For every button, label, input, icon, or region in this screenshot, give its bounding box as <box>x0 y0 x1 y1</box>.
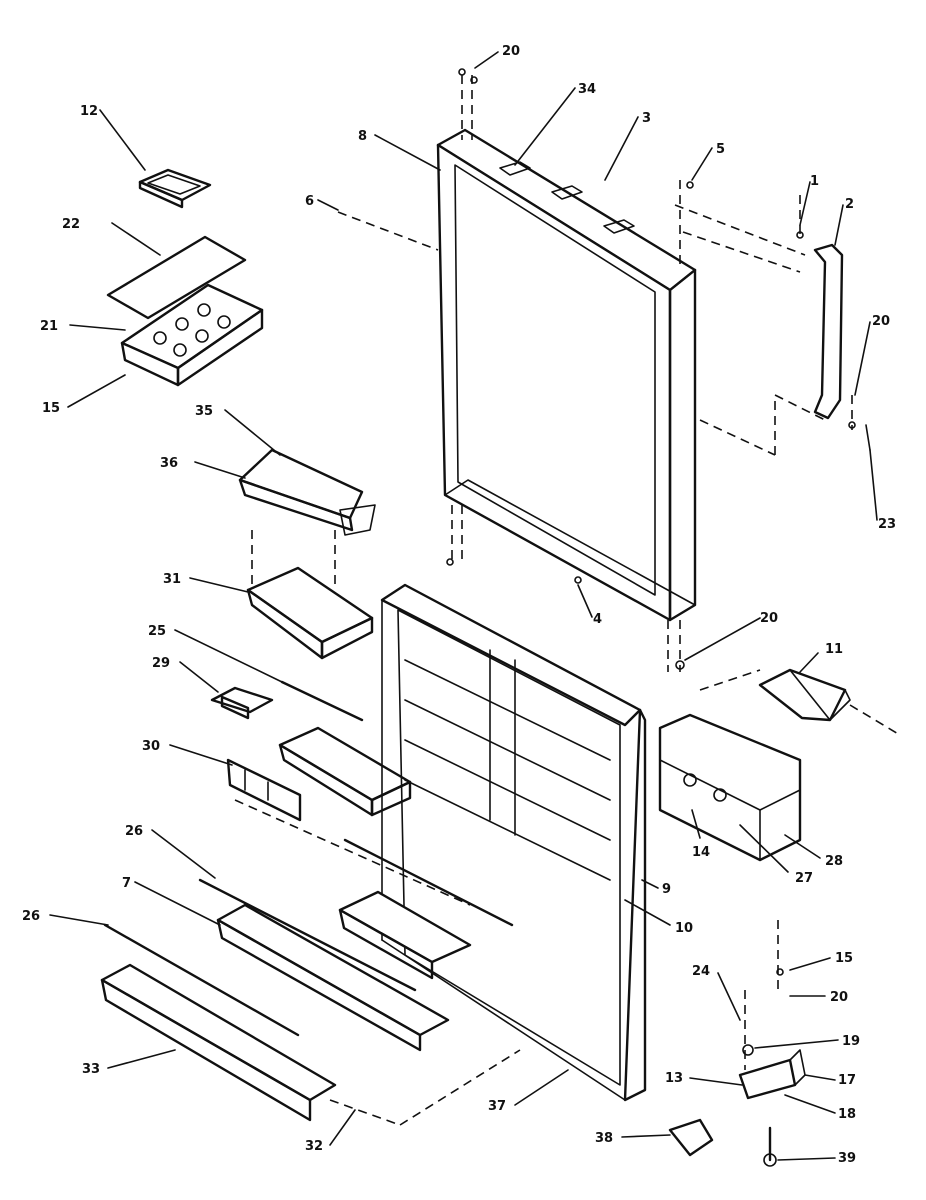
callout-label: 5 <box>716 142 725 157</box>
ice-tray <box>120 283 264 387</box>
callout-label: 18 <box>838 1107 856 1122</box>
callout-label: 11 <box>825 642 843 657</box>
screws <box>446 68 694 672</box>
callout-label: 28 <box>825 854 843 869</box>
callout-label: 19 <box>842 1034 860 1049</box>
door-panel <box>337 128 826 622</box>
crisper-bin <box>338 838 514 980</box>
callout-label: 6 <box>305 194 314 209</box>
callout-label: 24 <box>692 964 710 979</box>
callout-label: 26 <box>125 824 143 839</box>
callout-label: 34 <box>578 82 596 97</box>
callout-label: 20 <box>760 611 778 626</box>
callout-label: 1 <box>810 174 819 189</box>
butter-dish <box>138 168 212 209</box>
control-housing <box>658 713 802 862</box>
egg-holder <box>210 680 364 722</box>
callout-label: 3 <box>642 111 651 126</box>
callout-label: 12 <box>80 104 98 119</box>
callout-label: 33 <box>82 1062 100 1077</box>
callout-label: 10 <box>675 921 693 936</box>
callout-label: 27 <box>795 871 813 886</box>
callout-label: 26 <box>22 909 40 924</box>
callout-label: 30 <box>142 739 160 754</box>
callout-label: 22 <box>62 217 80 232</box>
control-knob-cover <box>699 668 901 736</box>
callout-label: 20 <box>830 990 848 1005</box>
callout-label: 31 <box>163 572 181 587</box>
callout-label: 15 <box>42 401 60 416</box>
callout-label: 36 <box>160 456 178 471</box>
callout-label: 35 <box>195 404 213 419</box>
callout-label: 20 <box>502 44 520 59</box>
callout-label: 32 <box>305 1139 323 1154</box>
ice-tray-cover <box>106 235 247 320</box>
door-bin-lower <box>100 923 521 1126</box>
callout-label: 15 <box>835 951 853 966</box>
callout-label: 38 <box>595 1131 613 1146</box>
callout-label: 2 <box>845 197 854 212</box>
callout-label: 7 <box>122 876 131 891</box>
callout-label: 37 <box>488 1099 506 1114</box>
callout-label: 23 <box>878 517 896 532</box>
callouts: 12 22 21 15 35 36 31 25 29 30 26 7 26 33… <box>22 44 896 1166</box>
hinge-bracket <box>674 195 871 451</box>
callout-label: 39 <box>838 1151 856 1166</box>
callout-label: 21 <box>40 319 58 334</box>
bin-bracket <box>226 758 471 906</box>
callout-label: 8 <box>358 129 367 144</box>
callout-label: 4 <box>593 612 602 627</box>
dairy-bin <box>246 530 374 660</box>
dairy-door <box>238 448 376 536</box>
callout-label: 9 <box>662 882 671 897</box>
callout-label: 14 <box>692 845 710 860</box>
callout-label: 17 <box>838 1073 856 1088</box>
bottom-hinge <box>668 920 806 1167</box>
callout-label: 13 <box>665 1071 683 1086</box>
cabinet-liner <box>380 583 647 1102</box>
callout-label: 29 <box>152 656 170 671</box>
callout-label: 25 <box>148 624 166 639</box>
callout-label: 20 <box>872 314 890 329</box>
door-bin-middle <box>198 878 450 1052</box>
